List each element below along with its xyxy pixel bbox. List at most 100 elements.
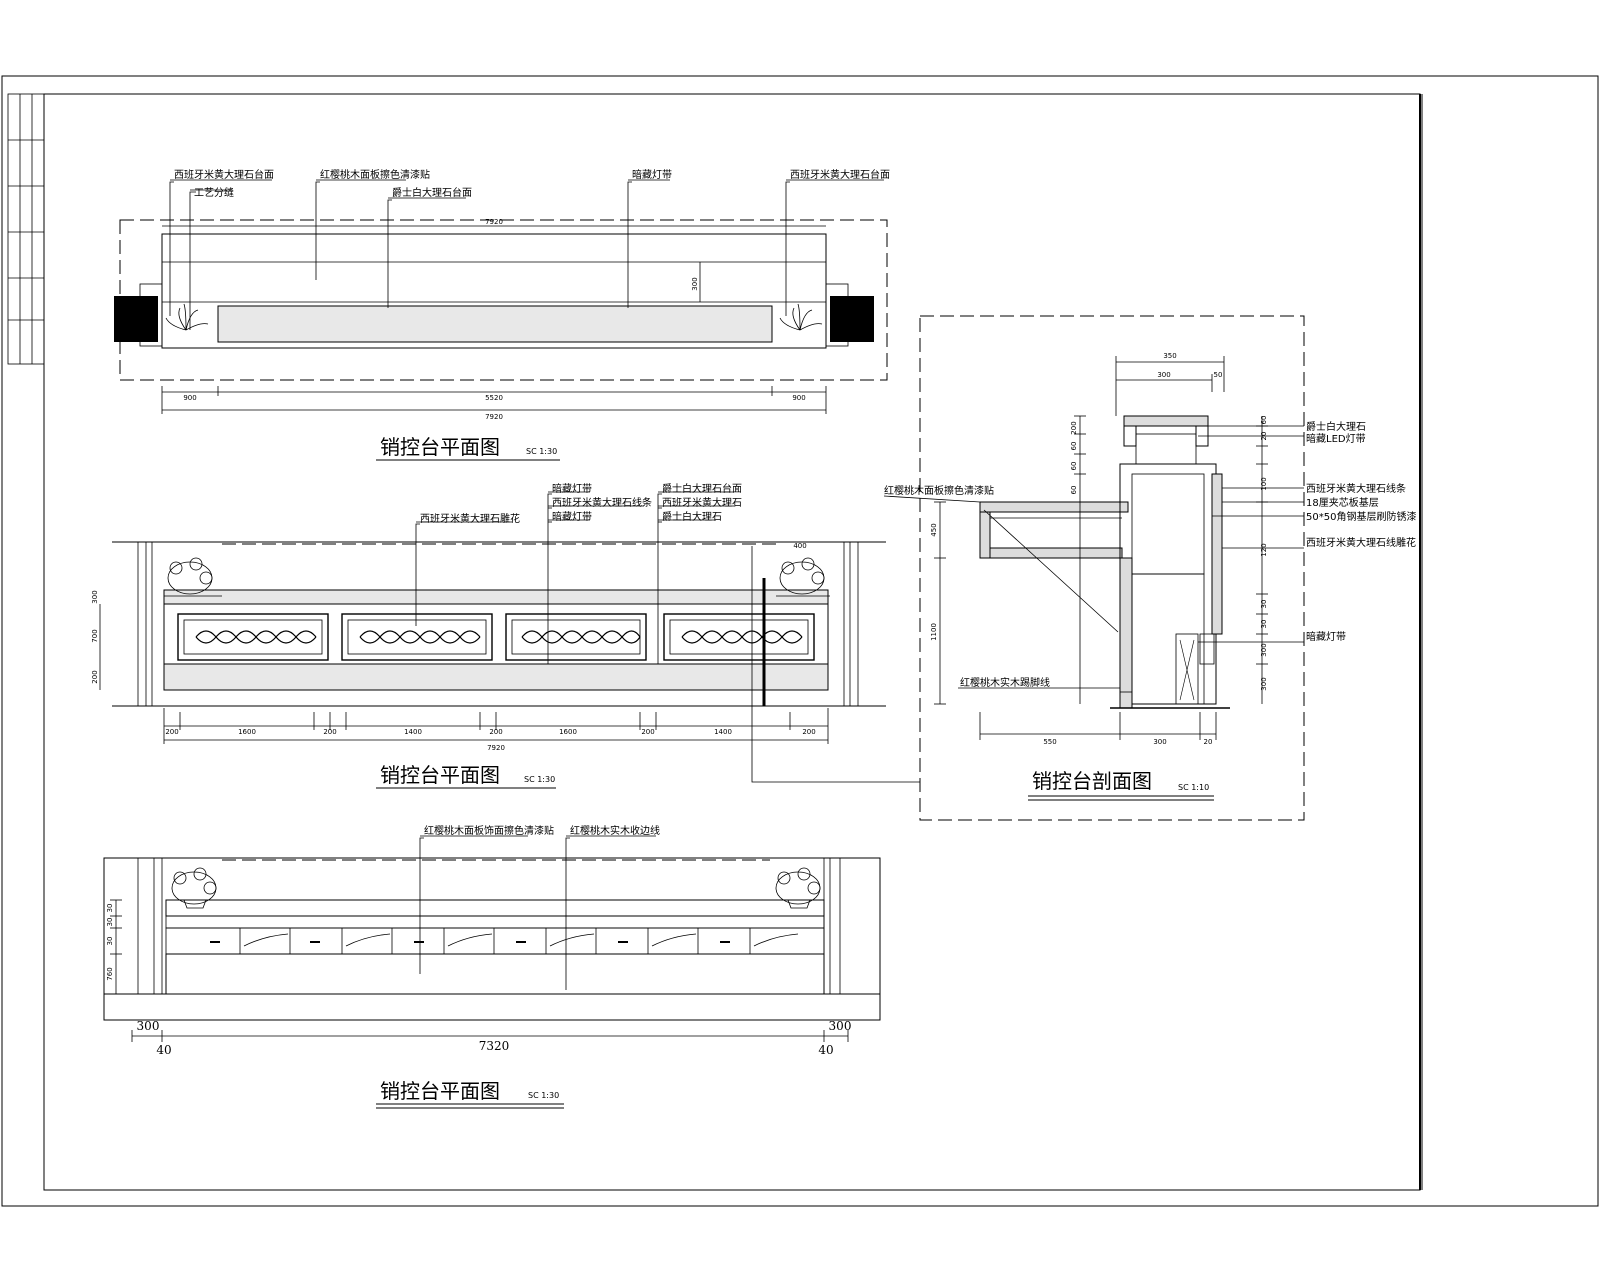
plant-icon: [171, 867, 217, 909]
dim-text: 1400: [714, 728, 732, 736]
granite-band-top: [163, 589, 829, 605]
dim-text: 60: [1070, 442, 1078, 451]
dim-text: 120: [1260, 543, 1268, 556]
callout-label: 爵士白大理石: [1306, 420, 1366, 433]
dim-text: 200: [323, 728, 336, 736]
dim-text: 1100: [930, 623, 938, 641]
drawing-scale: SC 1:30: [528, 1091, 559, 1100]
dim-text: 200: [489, 728, 502, 736]
plan-drawing-2: 200 1600 200 1400 200 1600 200 1400 200 …: [91, 482, 920, 789]
dim-text: 300: [137, 1019, 160, 1033]
dim-text: 50: [1214, 371, 1223, 379]
callout-label: 红樱桃木实木收边线: [570, 824, 660, 837]
callout-label: 爵士白大理石台面: [392, 186, 472, 199]
dim-text: 200: [165, 728, 178, 736]
callout-label: 红樱桃木面板饰面擦色清漆贴: [424, 824, 554, 837]
dim-text: 300: [1153, 738, 1166, 746]
dim-text: 450: [930, 523, 938, 536]
plan-drawing-1: 7920 300 900 5520 900 7920 西班牙米黄大理石台面 工艺…: [114, 168, 890, 461]
dim-text: 300: [1157, 371, 1170, 379]
dim-text: 1400: [404, 728, 422, 736]
plant-icon: [775, 867, 821, 909]
plan3-outline: [103, 857, 881, 1021]
drawing-title: 销控台平面图: [380, 1079, 500, 1103]
plant-icon: [779, 303, 823, 331]
sheet-outer-border: [1, 75, 1599, 1207]
callout-label: 18厘夹芯板基层: [1306, 496, 1379, 509]
callout-label: 西班牙米黄大理石雕花: [420, 512, 520, 525]
carved-panel: [505, 613, 647, 661]
dim-text: 30: [1260, 620, 1268, 629]
counter-top-slab: [979, 501, 1129, 513]
plant-icon: [164, 557, 222, 597]
dim-text: 20: [1204, 738, 1213, 746]
dim-text: 900: [183, 394, 196, 402]
dim-text: 7920: [485, 413, 503, 421]
revision-strip: [7, 93, 45, 365]
left-column-block: [114, 296, 158, 342]
dim-text: 200: [641, 728, 654, 736]
drawing-title: 销控台平面图: [380, 435, 500, 459]
drawing-title: 销控台剖面图: [1032, 769, 1152, 793]
dim-text: 700: [91, 629, 99, 642]
dim-text: 40: [818, 1043, 833, 1057]
callout-label: 50*50角钢基层刷防锈漆: [1306, 510, 1416, 523]
granite-band-bottom: [163, 663, 829, 691]
dim-text: 1600: [559, 728, 577, 736]
dim-text: 60: [1070, 462, 1078, 471]
counter-body: [1119, 463, 1217, 705]
dim-text: 7320: [479, 1039, 510, 1053]
dim-text: 300: [91, 590, 99, 603]
callout-label: 爵士白大理石: [662, 510, 722, 523]
callout-label: 暗藏LED灯带: [1306, 432, 1366, 445]
drawer-row: [210, 928, 799, 954]
dim-text: 350: [1163, 352, 1176, 360]
dim-text: 7920: [487, 744, 505, 752]
drawing-title: 销控台平面图: [380, 763, 500, 787]
plant-icon: [776, 557, 830, 597]
dim-text: 30: [106, 937, 114, 946]
right-column-block: [830, 296, 874, 342]
callout-label: 暗藏灯带: [632, 168, 672, 181]
carved-panel: [341, 613, 493, 661]
plan-drawing-3: 300 7320 300 40 40 30 30 30 760 红樱桃木面板饰面…: [103, 824, 881, 1109]
drawing-scale: SC 1:30: [526, 447, 557, 456]
dim-text: 300: [1260, 643, 1268, 656]
section-dashed-boundary: [919, 315, 1305, 821]
dim-text: 400: [793, 542, 806, 550]
callout-label: 暗藏灯带: [1306, 630, 1346, 643]
drawing-scale: SC 1:10: [1178, 783, 1209, 792]
drawing-scale: SC 1:30: [524, 775, 555, 784]
dim-text: 60: [1260, 416, 1268, 425]
callout-label: 暗藏灯带: [552, 510, 592, 523]
dim-text: 30: [106, 904, 114, 913]
dim-text: 60: [1070, 486, 1078, 495]
callout-label: 红樱桃木实木踢脚线: [960, 676, 1050, 689]
callout-label: 红樱桃木面板擦色清漆贴: [320, 168, 430, 181]
callout-label: 暗藏灯带: [552, 482, 592, 495]
dim-text: 200: [802, 728, 815, 736]
callout-label: 红樱桃木面板擦色清漆贴: [884, 484, 994, 497]
dim-text: 200: [91, 670, 99, 683]
dim-text: 30: [106, 918, 114, 927]
plan1-dashed-boundary: [119, 219, 888, 381]
callout-label: 西班牙米黄大理石台面: [174, 168, 274, 181]
callout-label: 西班牙米黄大理石台面: [790, 168, 890, 181]
callout-label: 西班牙米黄大理石线条: [552, 496, 652, 509]
section-drawing: 350 300 50 200 60 60 60 60 20 100 30 120…: [883, 315, 1416, 821]
dim-text: 100: [1260, 477, 1268, 490]
dim-text: 300: [1260, 677, 1268, 690]
dim-text: 760: [106, 967, 114, 980]
carved-panel: [663, 613, 815, 661]
dim-text: 300: [691, 277, 699, 290]
dim-text: 30: [1260, 600, 1268, 609]
cap-stone: [1123, 415, 1209, 427]
callout-label: 西班牙米黄大理石线雕花: [1306, 536, 1416, 549]
dim-text: 1600: [238, 728, 256, 736]
callout-label: 西班牙米黄大理石线条: [1306, 482, 1406, 495]
callout-label: 工艺分缝: [194, 186, 234, 199]
callout-label: 爵士白大理石台面: [662, 482, 742, 495]
dim-text: 900: [792, 394, 805, 402]
dim-text: 300: [829, 1019, 852, 1033]
